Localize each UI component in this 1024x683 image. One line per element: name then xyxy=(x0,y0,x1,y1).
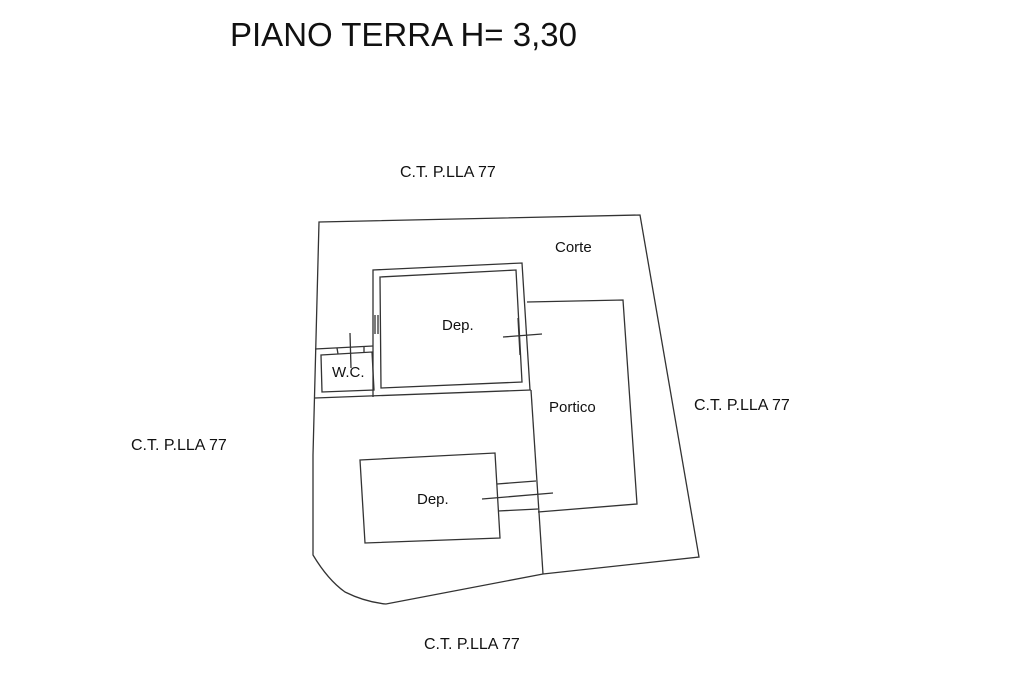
room-label-dep-upper: Dep. xyxy=(442,317,474,334)
wc-door xyxy=(336,332,365,369)
dep-upper-outer-wall xyxy=(372,262,531,397)
dep-lower-outline xyxy=(359,452,501,544)
portico-divider-line xyxy=(530,389,544,575)
neighbor-east-label: C.T. P.LLA 77 xyxy=(694,397,790,414)
plan-title: PIANO TERRA H= 3,30 xyxy=(230,16,577,53)
room-label-portico: Portico xyxy=(549,399,596,416)
room-label-dep-lower: Dep. xyxy=(417,491,449,508)
neighbor-south-label: C.T. P.LLA 77 xyxy=(424,636,520,653)
room-label-wc: W.C. xyxy=(332,364,365,381)
side-window xyxy=(374,315,379,334)
portico-outline xyxy=(526,299,638,513)
lot-boundary xyxy=(312,214,700,605)
dep-upper-inner-wall xyxy=(379,269,523,389)
dividing-wall-horizontal xyxy=(314,389,532,399)
neighbor-north-label: C.T. P.LLA 77 xyxy=(400,164,496,181)
dep-lower-passage xyxy=(481,480,554,512)
room-label-corte: Corte xyxy=(555,239,592,256)
wc-outline xyxy=(320,351,375,393)
wc-top-wall xyxy=(314,345,374,350)
neighbor-west-label: C.T. P.LLA 77 xyxy=(131,437,227,454)
dep-upper-door xyxy=(502,317,543,356)
